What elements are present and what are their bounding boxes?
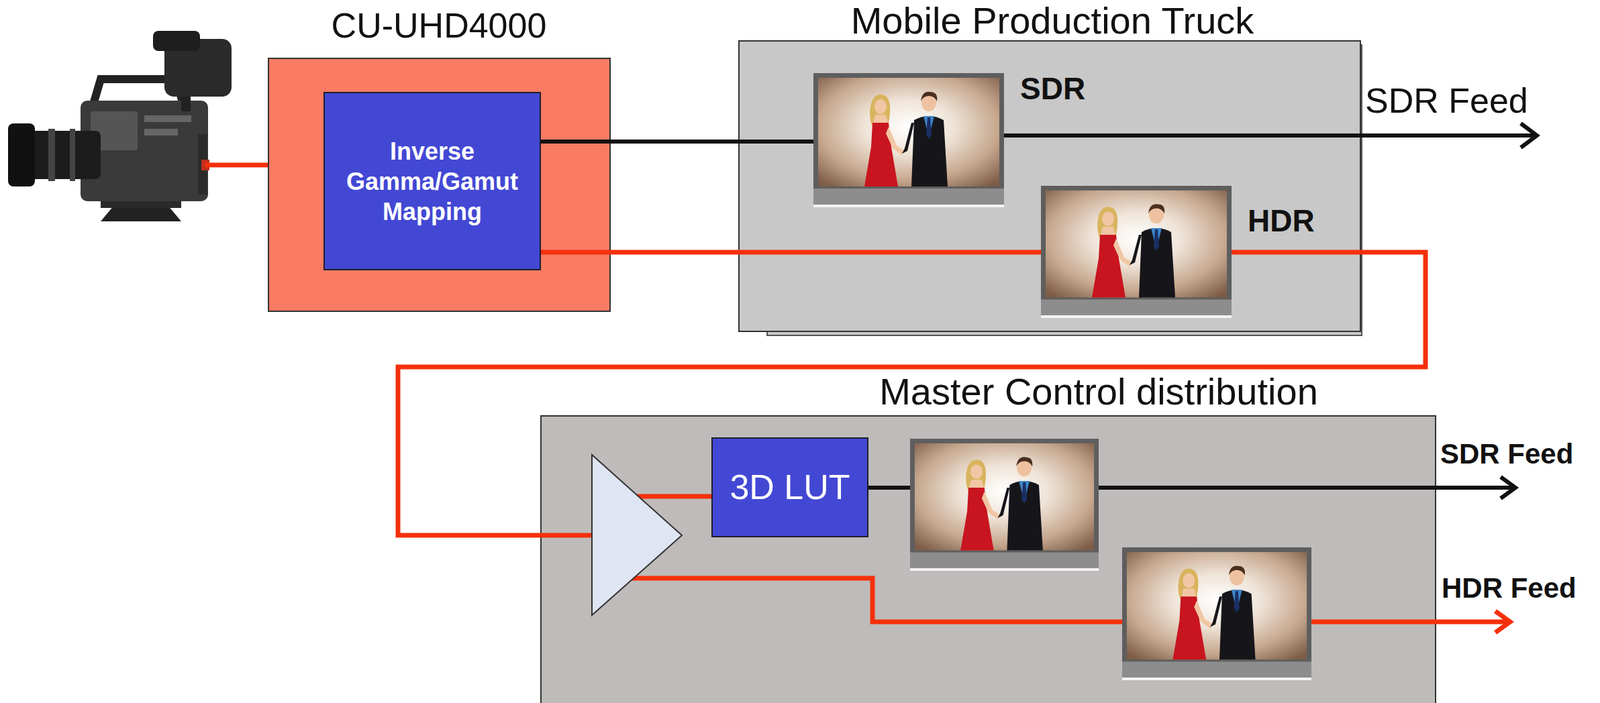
monitor-illustration: [1040, 185, 1232, 319]
monitor-node: SDR: [813, 73, 1005, 208]
group-title: Master Control distribution: [879, 373, 1319, 411]
camera-cable: [205, 163, 269, 168]
feed-label: SDR Feed: [1365, 83, 1529, 119]
master-control-panel: [540, 416, 1436, 703]
truck-panel: [738, 40, 1361, 332]
arrow-head: [1520, 123, 1537, 148]
feed-arrow: [1311, 620, 1509, 625]
arrow-head: [1495, 611, 1511, 633]
signal-connector: [397, 252, 1426, 536]
process-box: 3D LUT: [711, 437, 869, 538]
monitor-label: HDR: [1247, 205, 1315, 237]
arrow-head: [1500, 477, 1516, 499]
signal-line: [868, 485, 911, 490]
camera-illustration: [8, 30, 232, 222]
monitor-node: HDR: [1040, 185, 1232, 319]
feed-arrow: [1004, 133, 1535, 138]
group-title: Mobile Production Truck: [851, 2, 1255, 40]
box-label: Inverse Gamma/Gamut Mapping: [336, 136, 528, 227]
group-box: Master Control distribution3D LUT: [540, 416, 1436, 703]
process-box: Inverse Gamma/Gamut Mapping: [323, 91, 541, 271]
group-box: Mobile Production TruckSDRHDR: [738, 40, 1361, 332]
monitor-illustration: [813, 73, 1005, 208]
monitor-label: SDR: [1020, 73, 1086, 105]
monitor-illustration: [910, 438, 1099, 572]
box-label: 3D LUT: [729, 465, 850, 510]
signal-line: [624, 578, 1123, 623]
group-box: CU-UHD4000Inverse Gamma/Gamut Mapping: [268, 58, 611, 312]
distribution-amplifier: [591, 455, 682, 616]
camera-unit-panel: [268, 58, 611, 312]
feed-arrow: [1098, 485, 1515, 490]
feed-label: HDR Feed: [1441, 574, 1577, 603]
signal-connector: [540, 139, 814, 144]
signal-connector: [540, 250, 1041, 256]
monitor-illustration: [1122, 547, 1312, 681]
group-title: CU-UHD4000: [331, 8, 547, 43]
feed-label: SDR Feed: [1440, 440, 1574, 469]
